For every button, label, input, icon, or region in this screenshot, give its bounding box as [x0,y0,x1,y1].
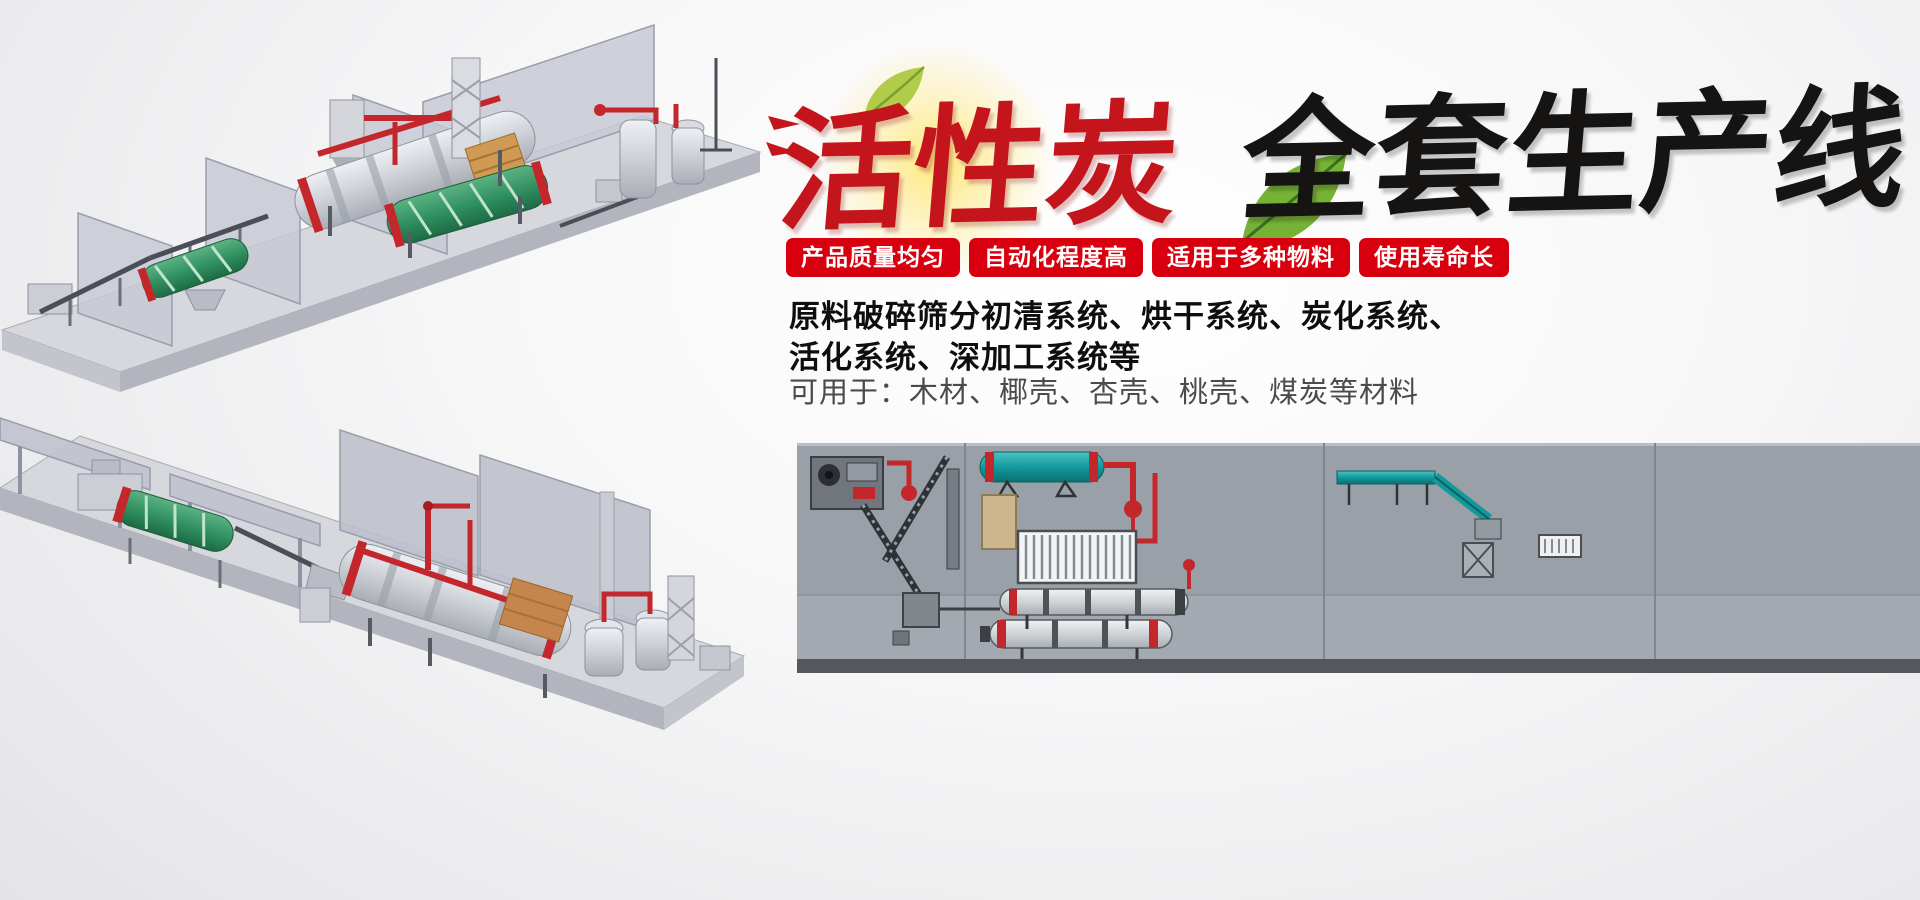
badge-high-automation: 自动化程度高 [969,238,1143,277]
materials-description: 可用于：木材、椰壳、杏壳、桃壳、煤炭等材料 [789,377,1420,409]
title-rest: 全套生产线 [1235,71,1914,241]
schematic-conveyors [860,455,951,603]
brush-flick-icon [766,116,800,156]
badge-uniform-quality: 产品质量均匀 [786,238,960,277]
badge-multi-material: 适用于多种物料 [1152,238,1350,277]
schematic-crusher-unit [810,456,917,510]
production-line-3d-render-top [0,23,762,392]
system-description-line1: 原料破碎筛分初清系统、烘干系统、炭化系统、 [789,299,1461,334]
system-description-line2: 活化系统、深加工系统等 [789,340,1141,375]
schematic-kiln-1 [999,588,1189,616]
feature-badges: 产品质量均匀 自动化程度高 适用于多种物料 使用寿命长 [786,238,1509,277]
title-highlight: 活性炭 [773,86,1186,251]
plant-layout-schematic [797,443,1920,673]
schematic-dryer [979,451,1105,498]
schematic-packing-line [1336,470,1582,578]
page-title: 活性炭 全套生产线 [774,70,1920,252]
banner-title: 活性炭 全套生产线 [766,48,1920,278]
schematic-kiln-2 [980,619,1173,649]
production-line-3d-render-bottom [0,417,745,730]
schematic-heat-exchanger [1016,529,1138,585]
leaf-icon [1241,152,1347,248]
badge-long-life: 使用寿命长 [1359,238,1509,277]
leaf-icon [863,66,925,121]
system-description: 原料破碎筛分初清系统、烘干系统、炭化系统、 活化系统、深加工系统等 [789,296,1461,378]
